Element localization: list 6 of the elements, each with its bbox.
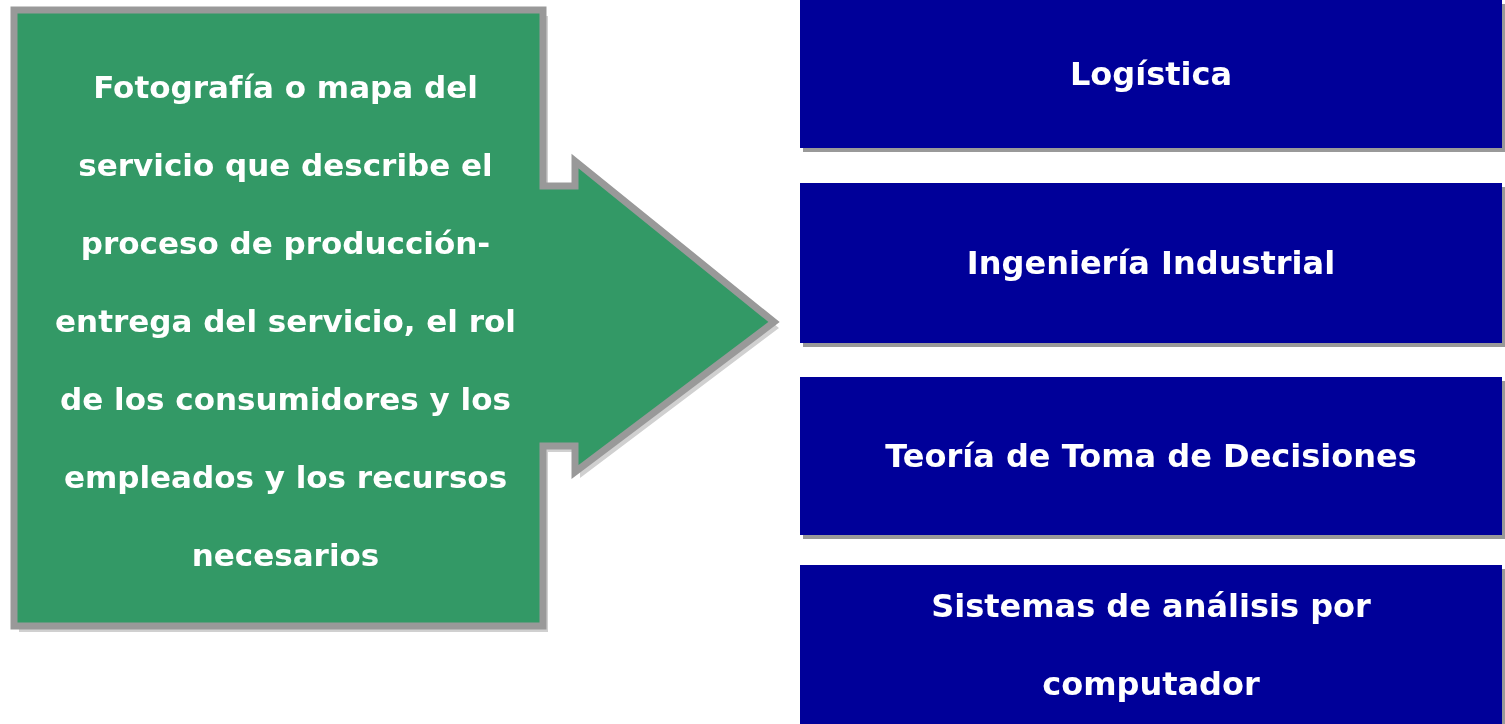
box-label: Ingeniería Industrial bbox=[965, 243, 1337, 284]
box-label: Logística bbox=[1068, 54, 1234, 95]
box-label: Teoría de Toma de Decisiones bbox=[884, 436, 1418, 477]
callout-text: Fotografía o mapa del servicio que describe el proceso de producción-entrega del servicio, el rol de los consumidores y los empleados y los recursos necesarios bbox=[54, 68, 517, 575]
topic-box bbox=[800, 565, 1502, 724]
box-label: Sistemas de análisis por computador bbox=[930, 585, 1372, 705]
